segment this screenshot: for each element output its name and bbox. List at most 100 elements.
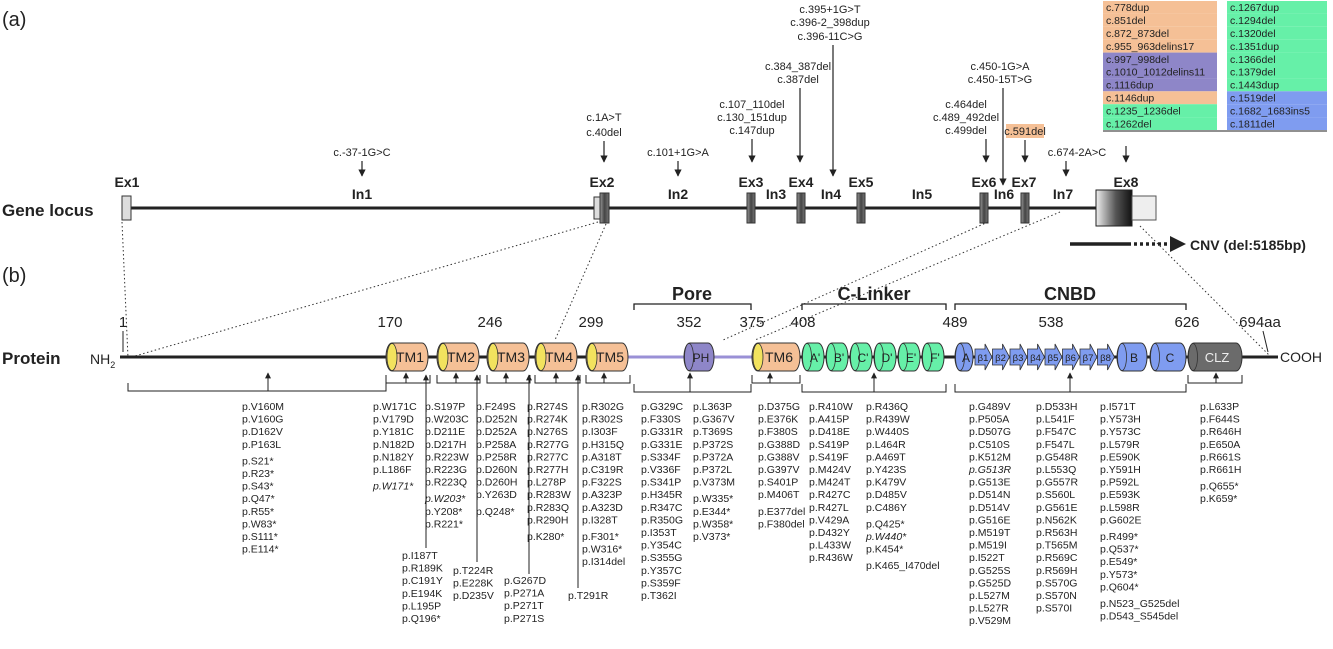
mutation-label: p.Y573C	[1100, 426, 1141, 438]
intron-label: In4	[821, 186, 841, 202]
table-cell-bg	[1227, 117, 1327, 130]
mutation-label: p.R350G	[641, 514, 683, 526]
domain-tm2-label: TM2	[447, 349, 475, 365]
table-cell-text: c.1116dup	[1106, 80, 1154, 92]
mutation-label: p.Y573H	[1100, 414, 1141, 426]
domain-tm3-label: TM3	[497, 349, 525, 365]
mutation-label: p.R569C	[1036, 552, 1078, 564]
table-cell-bg	[1103, 1, 1217, 14]
table-cell-bg	[1103, 78, 1217, 92]
mutation-label: p.S197P	[425, 401, 465, 413]
mutation-label: p.A323D	[582, 502, 623, 514]
table-cell-text: c.997_998del	[1106, 54, 1169, 66]
mutation-label: p.S111*	[242, 531, 278, 543]
region-label-cnbd: CNBD	[1044, 284, 1096, 304]
exon-8-utr-box	[1131, 195, 1157, 221]
mutation-label: p.T369S	[693, 426, 733, 438]
mutation-label: p.R427L	[809, 502, 849, 514]
mutation-label: p.P258A	[476, 439, 516, 451]
table-cell-text: c.778dup	[1106, 2, 1149, 14]
table-cell-text: c.1320del	[1230, 28, 1276, 40]
exon-1-box	[121, 195, 132, 221]
domain-cnbd-a-label: A	[962, 351, 970, 365]
beta-label: β4	[1030, 353, 1041, 364]
domain-beta-strand: β4	[1027, 343, 1045, 371]
panel-a-label: (a)	[2, 9, 26, 31]
table-cell-bg	[1103, 13, 1217, 27]
mutation-label: p.C191Y	[402, 575, 443, 587]
mutation-label: p.L527R	[969, 603, 1009, 615]
intron-labels: In1 In2 In3 In4 In5 In6 In7	[352, 186, 1073, 202]
mutation-label: p.F301*	[582, 531, 619, 543]
mutation-label: p.D162V	[242, 426, 283, 438]
mutation-label: p.S419F	[809, 451, 849, 463]
mutation-label: p.L579R	[1100, 439, 1140, 451]
domain-clinker-6-label: F'	[930, 351, 940, 365]
domain-tm1: TM1	[385, 342, 429, 372]
table-cell-bg	[1103, 26, 1217, 40]
mutation-label: p.M424T	[809, 477, 851, 489]
mutation-label: p.D507G	[969, 426, 1011, 438]
intron-label: In3	[766, 186, 786, 202]
mutation-label: p.R277C	[527, 451, 569, 463]
domain-cnbd-c-label: C	[1166, 351, 1175, 365]
mutation-label: p.A323P	[582, 489, 622, 501]
domain-beta-strand: β7	[1079, 343, 1098, 371]
intron-label: In7	[1053, 186, 1073, 202]
mutation-label: c.489_492del	[933, 112, 999, 124]
table-cell-text: c.1519del	[1230, 93, 1276, 105]
mutation-label: p.D432Y	[809, 527, 850, 539]
exon-8-box	[1095, 189, 1133, 227]
domain-beta-strand: β2	[992, 343, 1010, 371]
exon-label: Ex3	[739, 174, 764, 190]
cnv-label: CNV (del:5185bp)	[1190, 237, 1306, 253]
mutation-label: p.G602E	[1100, 514, 1141, 526]
mutation-label: p.F249S	[476, 401, 516, 413]
exon-label: Ex6	[972, 174, 997, 190]
position-number: 375	[739, 314, 764, 331]
mutation-label: p.R427C	[809, 489, 851, 501]
panel-b-label: (b)	[2, 265, 26, 287]
domain-tm5: TM5	[585, 342, 629, 372]
mutation-label: p.W171*	[372, 481, 414, 493]
mutation-label: p.P372L	[693, 464, 732, 476]
mutation-label: p.R221*	[425, 518, 463, 530]
mutation-label: p.S43*	[242, 481, 274, 493]
intron-label: In6	[994, 186, 1014, 202]
table-cell-bg	[1227, 78, 1327, 92]
mutation-label: c.464del	[945, 99, 987, 111]
mutation-label: p.R277H	[527, 464, 568, 476]
mutation-label: p.G397V	[758, 464, 799, 476]
mutation-label: p.V373M	[693, 477, 735, 489]
mutation-label: p.L541F	[1036, 414, 1075, 426]
mutation-label: p.I187T	[402, 550, 438, 562]
table-cell-text: c.1267dup	[1230, 2, 1279, 14]
table-cell-bg	[1103, 39, 1217, 53]
mutation-label: p.K479V	[866, 477, 906, 489]
mutation-label: p.Q604*	[1100, 581, 1139, 593]
domain-clinker-2: B'	[825, 342, 849, 372]
exon-label: Ex8	[1114, 174, 1139, 190]
table-cell-text: c.1366del	[1230, 54, 1276, 66]
mutation-label: p.H315Q	[582, 439, 624, 451]
mutation-label: p.N276S	[527, 426, 568, 438]
mutation-columns: p.V160Mp.V160Gp.D162Vp.P163Lp.S21*p.R23*…	[242, 401, 1241, 627]
mutation-label: p.G513E	[969, 477, 1010, 489]
mutation-label: p.Y357C	[641, 565, 682, 577]
mutation-label: p.D533H	[1036, 401, 1077, 413]
mutation-label: p.E593K	[1100, 489, 1140, 501]
splice-mutation-labels: c.-37-1G>C c.1A>T c.40del c.101+1G>A c.1…	[333, 4, 1106, 159]
position-number: 538	[1038, 314, 1063, 331]
table-cell-text: c.851del	[1106, 15, 1146, 27]
mutation-label: p.T565M	[1036, 540, 1077, 552]
mutation-label: p.Y591H	[1100, 464, 1141, 476]
mutation-label: p.W203*	[424, 493, 466, 505]
mutation-label: p.Q248*	[476, 506, 515, 518]
intron-label: In2	[668, 186, 688, 202]
mutation-label: p.R274K	[527, 414, 568, 426]
mutation-label: p.G548R	[1036, 451, 1078, 463]
mutation-label: p.G329C	[641, 401, 683, 413]
mutation-label: p.W335*	[693, 493, 733, 505]
mutation-label: p.P258R	[476, 451, 517, 463]
mutation-label: p.G489V	[969, 401, 1010, 413]
